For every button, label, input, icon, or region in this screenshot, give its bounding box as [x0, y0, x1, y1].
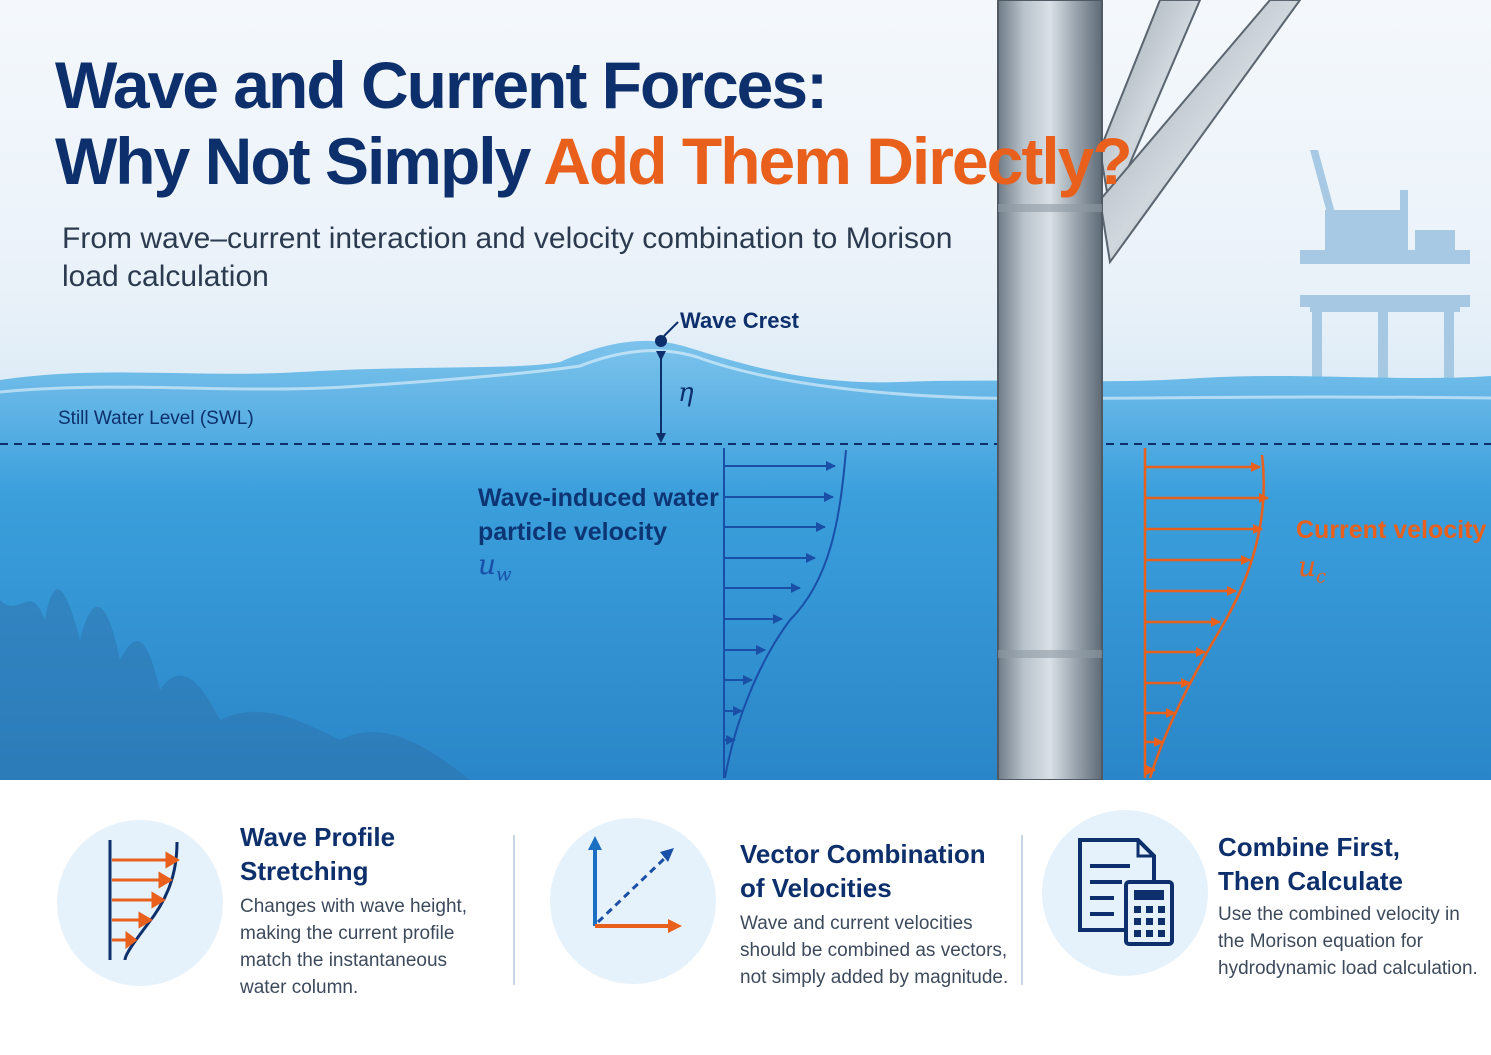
- divider-1: [513, 835, 515, 985]
- title-line-2-prefix: Why Not Simply: [55, 123, 544, 198]
- card-3-icon-circle: [1042, 810, 1208, 976]
- wave-crest-label: Wave Crest: [680, 308, 800, 333]
- jacket-braces: [1098, 0, 1302, 265]
- card-vector-combination: Vector Combination of Velocities Wave an…: [515, 780, 1020, 1055]
- subtitle: From wave–current interaction and veloci…: [62, 222, 953, 293]
- card-3-title: Combine First, Then Calculate: [1218, 832, 1403, 897]
- vector-sum-icon: [588, 836, 682, 933]
- uc-symbol: uc: [1298, 550, 1326, 588]
- current-velocity-label: Current velocity: [1296, 516, 1487, 544]
- card-2-icon-circle: [550, 818, 716, 984]
- title-line-2-accent: Add Them Directly?: [543, 123, 1132, 198]
- card-wave-profile-stretching: Wave Profile Stretching Changes with wav…: [0, 780, 500, 1055]
- uw-text-subscript: w: [496, 564, 512, 586]
- title-line-2: Why Not Simply Add Them Directly?: [55, 123, 1133, 200]
- sea-surface: [0, 340, 1491, 780]
- card-3-text: Use the combined velocity in the Morison…: [1218, 904, 1478, 979]
- seaweed: [0, 589, 470, 780]
- card-2-text: Wave and current velocities should be co…: [740, 913, 1009, 988]
- title-block: Wave and Current Forces: Why Not Simply …: [55, 48, 1133, 200]
- document-calculator-icon: [1078, 838, 1174, 946]
- wave-velocity-label: Wave-induced water particle velocity: [478, 484, 719, 546]
- wave-velocity-profile: [723, 448, 847, 779]
- card-1-icon-circle: [57, 820, 223, 986]
- card-2-title: Vector Combination of Velocities: [740, 839, 986, 904]
- uc-text-subscript: c: [1316, 566, 1327, 588]
- info-cards: Wave Profile Stretching Changes with wav…: [0, 780, 1491, 1055]
- swl-label: Still Water Level (SWL): [58, 408, 254, 429]
- card-combine-first: Combine First, Then Calculate Use the co…: [1025, 780, 1491, 1055]
- vertical-pile: [997, 0, 1103, 780]
- uc-text: uc: [1298, 550, 1327, 588]
- uw-symbol: uw: [478, 548, 512, 586]
- card-1-title: Wave Profile Stretching: [240, 822, 396, 887]
- ocean-scene: [0, 0, 1491, 780]
- divider-2: [1021, 835, 1023, 985]
- eta-label: η: [678, 378, 694, 408]
- stretched-profile-icon: [108, 840, 180, 961]
- card-1-text: Changes with wave height, making the cur…: [240, 896, 468, 998]
- current-velocity-profile: [1143, 448, 1269, 779]
- title-line-1: Wave and Current Forces:: [55, 48, 828, 122]
- wave-crest-dot: [655, 335, 667, 347]
- uw-text: uw: [478, 548, 512, 586]
- offshore-platform: [1300, 150, 1470, 380]
